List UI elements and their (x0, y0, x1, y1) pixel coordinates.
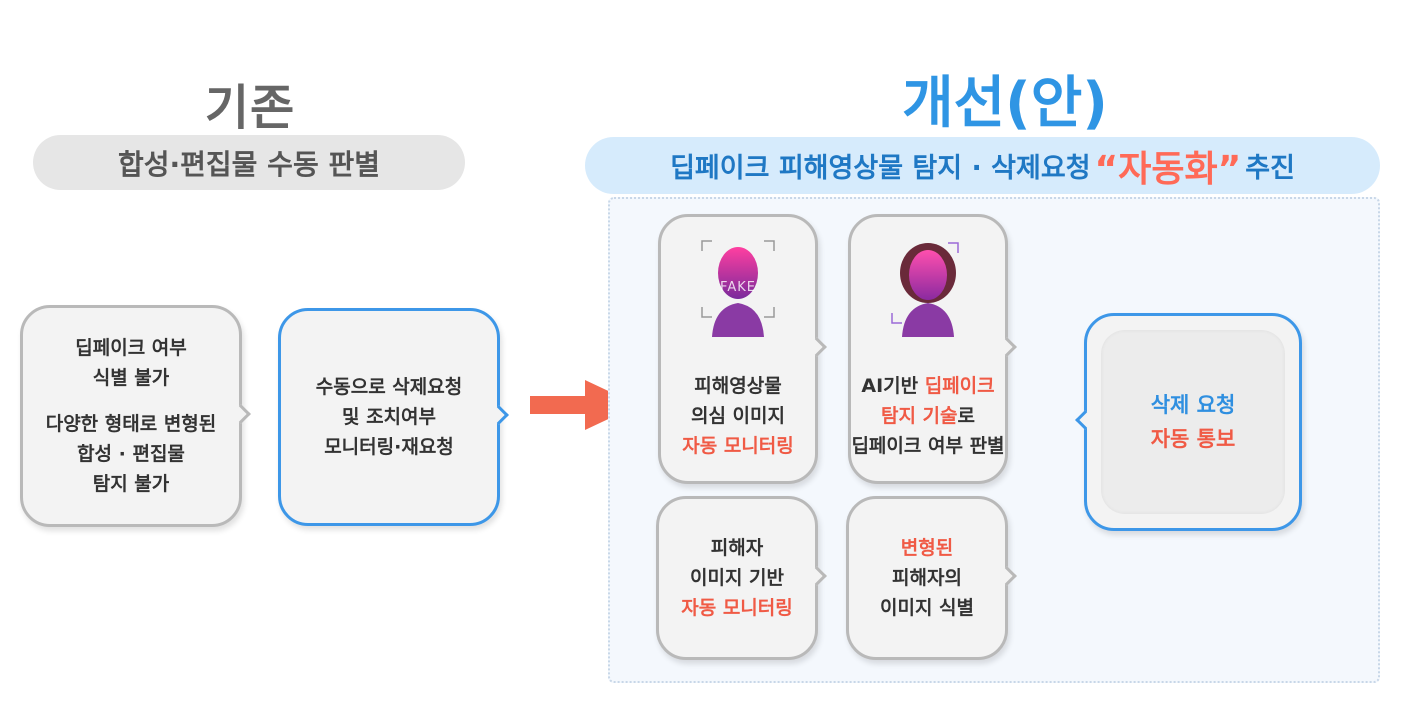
left-box-1-line4: 합성 · 편집물 (77, 443, 185, 465)
right-subtitle-pre: 딥페이크 피해영상물 탐지 · 삭제요청 (670, 153, 1091, 184)
notch-right (231, 404, 251, 424)
card2-line1b: 딥페이크 (924, 375, 995, 397)
right-subtitle-post: 추진 (1245, 153, 1295, 184)
card2-line2: 탐지 기술로 (881, 401, 975, 431)
card3-line2: 이미지 기반 (689, 567, 784, 589)
card3-line1: 피해자 (710, 537, 764, 559)
left-box-1-line3: 다양한 형태로 변형된 (45, 413, 217, 435)
left-box-2-line2: 및 조치여부 (341, 406, 436, 428)
card1-line2: 의심 이미지 (690, 405, 785, 427)
card4-line2: 피해자의 (892, 567, 962, 589)
result-line2: 자동 통보 (1150, 427, 1236, 451)
fake-label: FAKE (720, 280, 756, 295)
card-ai-deepfake-detection: AI기반 딥페이크 탐지 기술로 딥페이크 여부 판별 (848, 214, 1017, 484)
left-title: 기존 (204, 80, 296, 136)
card-victim-image-monitoring: 피해자 이미지 기반 자동 모니터링 (656, 496, 827, 660)
result-inner: 삭제 요청 자동 통보 (1101, 330, 1285, 514)
card3-line3: 자동 모니터링 (681, 597, 793, 619)
card4-line1: 변형된 (900, 537, 954, 559)
left-box-2: 수동으로 삭제요청 및 조치여부 모니터링·재요청 (278, 308, 509, 526)
right-title: 개선(안) (902, 71, 1108, 136)
left-box-1-line2: 식별 불가 (92, 367, 170, 389)
card4-line3: 이미지 식별 (879, 597, 974, 619)
card1-line3: 자동 모니터링 (682, 435, 794, 457)
deepfake-face-icon (891, 242, 960, 337)
notch-right (489, 405, 509, 425)
left-box-2-line1: 수동으로 삭제요청 (315, 376, 463, 398)
right-subtitle: 딥페이크 피해영상물 탐지 · 삭제요청 “자동화” 추진 (585, 137, 1380, 194)
fake-face-icon: FAKE (701, 240, 775, 337)
card2-line3: 딥페이크 여부 판별 (851, 435, 1005, 457)
left-box-2-line3: 모니터링·재요청 (324, 436, 454, 458)
right-subtitle-highlight: “자동화” (1094, 148, 1242, 190)
left-subtitle: 합성·편집물 수동 판별 (33, 135, 465, 190)
card2-line2a: 탐지 기술 (880, 405, 958, 427)
card-altered-image-identification: 변형된 피해자의 이미지 식별 (846, 496, 1017, 660)
left-box-1-line5: 탐지 불가 (92, 473, 170, 495)
card-suspect-image-monitoring: FAKE 피해영상물 의심 이미지 자동 모니터링 (658, 214, 827, 484)
card2-line1: AI기반 딥페이크 (861, 371, 994, 401)
result-line1: 삭제 요청 (1150, 393, 1236, 417)
card2-line2b: 로 (957, 405, 976, 427)
card1-line1: 피해영상물 (694, 375, 782, 397)
left-box-1: 딥페이크 여부 식별 불가 다양한 형태로 변형된 합성 · 편집물 탐지 불가 (20, 305, 251, 527)
result-box: 삭제 요청 자동 통보 (1075, 313, 1302, 531)
card2-line1a: AI기반 (861, 375, 919, 397)
left-box-1-line1: 딥페이크 여부 (75, 337, 187, 359)
